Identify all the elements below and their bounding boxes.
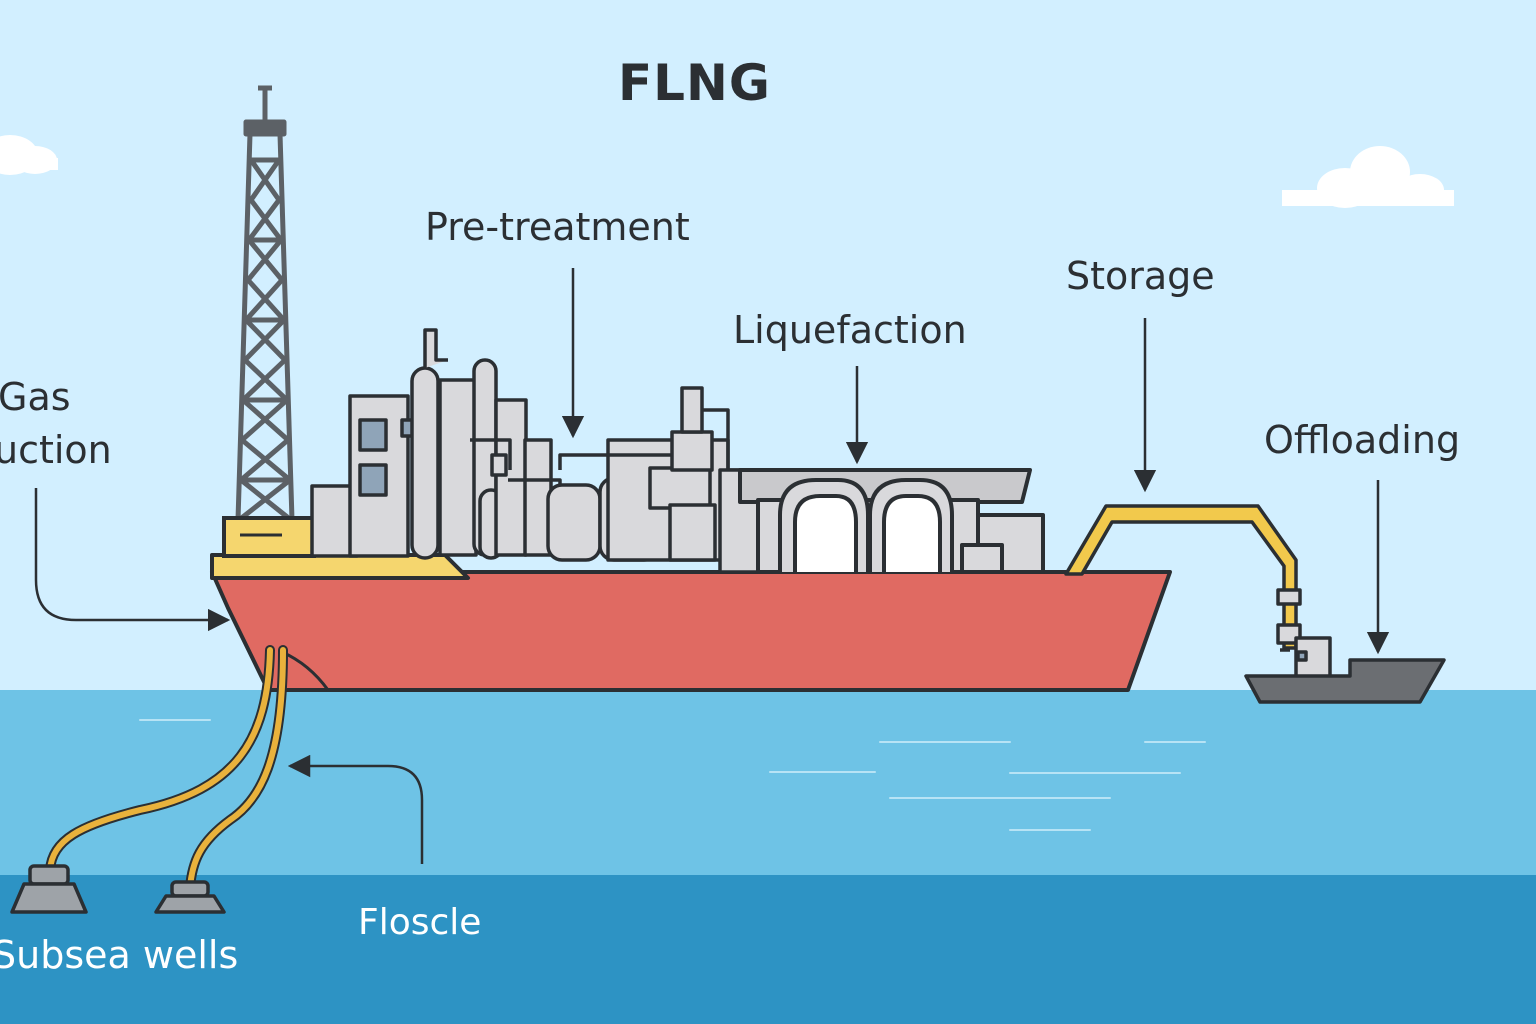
label-storage: Storage	[1066, 254, 1215, 298]
bow-house	[222, 516, 316, 558]
label-subsea-wells: Subsea wells	[0, 933, 239, 977]
label-floscle: Floscle	[358, 902, 482, 943]
seabed	[0, 875, 1536, 1024]
label-pre-treatment: Pre-treatment	[425, 205, 690, 249]
sea	[0, 690, 1536, 875]
subsea-well-right-icon	[154, 880, 226, 914]
label-offloading: Offloading	[1264, 418, 1461, 462]
arrow-gas-production	[34, 488, 231, 632]
callout-arrows	[34, 268, 1390, 864]
liquefaction-hall	[738, 468, 1045, 574]
lng-carrier-icon	[1244, 636, 1446, 704]
cloud-right-icon	[1282, 146, 1454, 208]
water-ripples	[139, 719, 1206, 831]
arrow-floscle	[287, 754, 424, 864]
topside-modules	[310, 328, 782, 574]
label-gas-production-line2: uction	[0, 428, 112, 472]
flexible-risers	[45, 645, 288, 893]
label-liquefaction: Liquefaction	[733, 308, 967, 352]
diagram-title: FLNG	[618, 54, 771, 112]
cloud-left-icon	[0, 135, 58, 175]
subsea-well-left-icon	[10, 864, 88, 914]
flare-tower	[235, 85, 295, 522]
hull	[210, 570, 1172, 692]
label-gas-production-line1: Gas	[0, 375, 71, 419]
